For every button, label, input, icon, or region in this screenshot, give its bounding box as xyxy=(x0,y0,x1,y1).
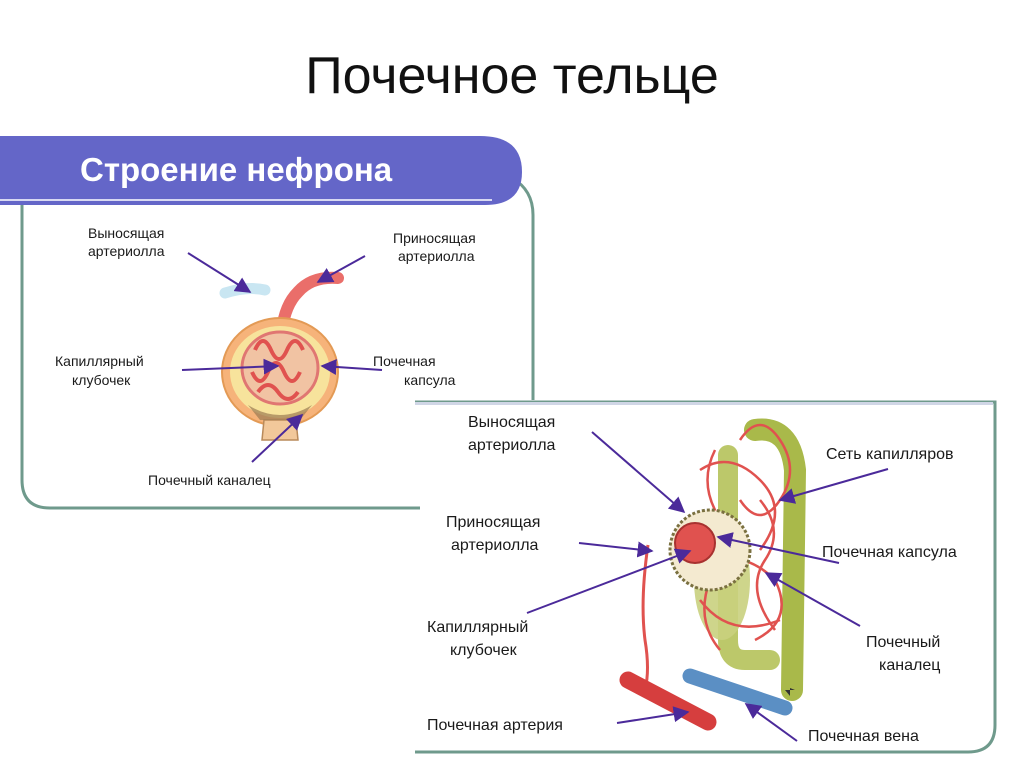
p2-arrows xyxy=(526,431,889,742)
p1-capsule-label-2: капсула xyxy=(404,372,456,388)
p2-artery-label: Почечная артерия xyxy=(427,717,563,734)
panel2-top-shadow xyxy=(415,402,993,405)
p1-efferent-label: Выносящая xyxy=(88,225,164,241)
p1-glomerulus-label: Капиллярный xyxy=(55,353,144,369)
panel1-frame xyxy=(20,205,420,510)
p1-afferent-label-2: артериолла xyxy=(398,248,475,264)
panel2-frame xyxy=(415,400,997,754)
panel1-heading: Строение нефрона xyxy=(80,151,393,188)
panel1-heading-band xyxy=(0,136,522,205)
p2-glomerulus-label: Капиллярный xyxy=(427,619,528,636)
p2-vein-label: Почечная вена xyxy=(808,728,919,745)
p2-afferent-label-2: артериолла xyxy=(451,537,539,554)
nephron-illustration xyxy=(619,418,807,731)
p2-tubule-label-2: каналец xyxy=(879,657,940,674)
corpuscle-illustration xyxy=(219,271,344,441)
p2-efferent-label: Выносящая xyxy=(468,414,555,431)
p1-glomerulus-label-2: клубочек xyxy=(72,372,131,388)
p1-capsule-label: Почечная xyxy=(373,353,436,369)
p1-arrows xyxy=(181,252,383,463)
p2-afferent-label: Приносящая xyxy=(446,514,540,531)
p2-tubule-label: Почечный xyxy=(866,634,940,651)
p1-tubule-label: Почечный каналец xyxy=(148,472,271,488)
panel1-frame-right xyxy=(511,176,535,400)
p1-afferent-label: Приносящая xyxy=(393,230,476,246)
p2-network-label: Сеть капилляров xyxy=(826,446,954,463)
p2-glomerulus-label-2: клубочек xyxy=(450,642,518,659)
p2-capsule-label: Почечная капсула xyxy=(822,544,957,561)
slide-title: Почечное тельце xyxy=(305,47,719,105)
p2-efferent-label-2: артериолла xyxy=(468,437,556,454)
p1-efferent-label-2: артериолла xyxy=(88,243,165,259)
